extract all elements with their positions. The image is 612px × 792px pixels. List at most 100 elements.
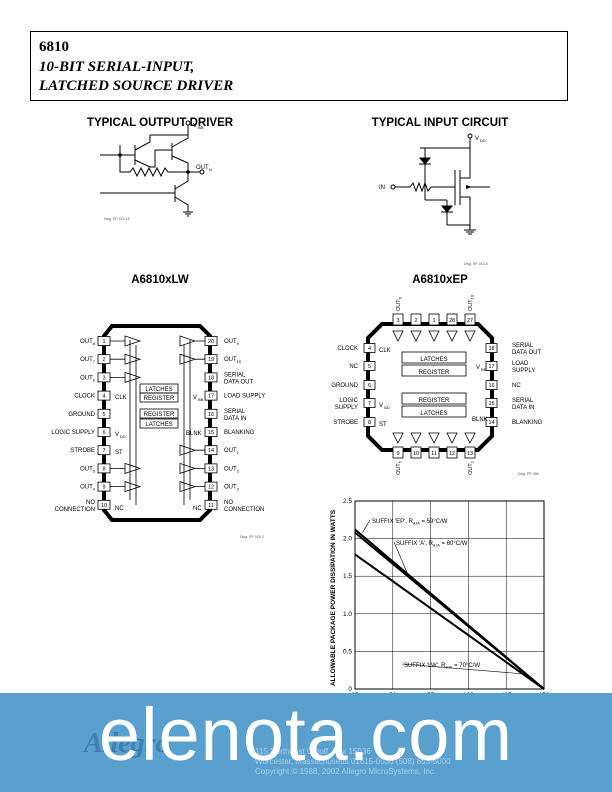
lw-pin-label-20: OUT9 <box>224 339 240 346</box>
ep-pin-label-4: CLOCK <box>337 346 358 352</box>
lw-pin-number-4: 4 <box>102 394 105 400</box>
ep-pin-number-2: 2 <box>414 318 417 324</box>
lw-pin-box-10 <box>97 499 111 510</box>
title-line-1: 10-BIT SERIAL-INPUT, <box>39 59 195 75</box>
lw-pin-label-1: OUT8 <box>80 339 96 346</box>
lw-pin-box-7 <box>97 445 111 456</box>
lw-pin-number-12: 12 <box>208 485 214 491</box>
lw-pin-box-16 <box>204 408 218 419</box>
ep-top-driver-1 <box>428 330 440 342</box>
lw-pin-number-6: 6 <box>102 430 105 436</box>
lw-driver-20 <box>179 335 205 347</box>
lw-pin-label-19: OUT10 <box>224 357 242 364</box>
lw-latches-1: LATCHES <box>145 387 172 393</box>
chart-y-tick-label: 2.0 <box>343 536 352 543</box>
lw-pin-box-11 <box>204 499 218 510</box>
ep-top-driver-2 <box>410 330 422 342</box>
lw-pin-label-9: OUT4 <box>80 485 96 492</box>
ep-pin-box-4 <box>363 343 376 353</box>
lw-vdd: V <box>115 432 119 438</box>
lw-pin-number-8: 8 <box>102 466 105 472</box>
copyright-line: Copyright © 1988, 2002 Allegro MicroSyst… <box>255 767 437 776</box>
ep-pin-number-28: 28 <box>449 318 455 324</box>
ep-pin-label-5: NC <box>349 364 358 370</box>
chart-series-line <box>354 553 545 690</box>
lw-pin-box-20 <box>204 336 218 346</box>
ep-pin-number-7: 7 <box>368 401 371 407</box>
lw-pin-number-14: 14 <box>208 448 214 454</box>
lw-pin-label-2: OUT7 <box>80 357 96 364</box>
lw-pin-number-1: 1 <box>102 339 105 345</box>
ep-pin-box-2 <box>410 313 422 326</box>
out-sub: N <box>209 167 212 172</box>
lw-driver-1 <box>110 335 142 347</box>
ep-vbb: V <box>476 365 480 371</box>
lw-pin-number-20: 20 <box>208 339 214 345</box>
ep-top-driver-28 <box>446 330 458 342</box>
lw-pin-number-5: 5 <box>102 412 105 418</box>
lw-driver-12 <box>179 481 205 493</box>
lw-pin-label-5: GROUND <box>68 412 95 418</box>
lw-pin-box-6 <box>97 427 111 437</box>
lw-pin-number-10: 10 <box>101 503 107 509</box>
lw-pin-box-8 <box>97 463 111 474</box>
lw-pin-number-15: 15 <box>208 430 214 436</box>
lw-pin-label2-16: DATA IN <box>224 416 246 422</box>
lw-pin-box-17 <box>204 390 218 401</box>
lw-pin-box-18 <box>204 372 218 383</box>
ep-pin-box-10 <box>410 446 422 459</box>
ep-pin-label2-7: SUPPLY <box>335 405 358 411</box>
lw-vbb: V <box>193 395 197 401</box>
ep-bottom-driver-13 <box>464 432 476 444</box>
title-line-2: LATCHED SOURCE DRIVER <box>39 78 234 94</box>
ep-bottom-driver-12 <box>446 432 458 444</box>
ep-pin-label-8: STROBE <box>333 420 358 426</box>
chart-series-label: SUFFIX 'LW', RθJA = 70°C/W <box>404 663 480 670</box>
part-number: 6810 <box>39 39 69 55</box>
lw-pin-number-9: 9 <box>102 485 105 491</box>
lw-pin-box-19 <box>204 354 218 365</box>
lw-pin-number-18: 18 <box>208 375 214 381</box>
ep-pin-number-18: 18 <box>488 346 494 352</box>
input-circuit-heading: TYPICAL INPUT CIRCUIT <box>371 117 509 129</box>
ep-pin-label2-15: DATA IN <box>512 405 534 411</box>
chart-y-tick-label: 0.5 <box>343 648 352 655</box>
ep-package-heading: A6810xEP <box>412 274 468 286</box>
lw-driver-14 <box>179 444 205 456</box>
lw-driver-9 <box>110 481 142 493</box>
ep-pin-number-5: 5 <box>368 364 371 370</box>
ep-pin-label-15: SERIAL <box>512 398 534 404</box>
ep-pin-number-1: 1 <box>432 318 435 324</box>
lw-register-2: REGISTER <box>144 412 175 418</box>
lw-pin-label-3: OUT6 <box>80 375 96 382</box>
ep-vdd: V <box>379 403 383 409</box>
lw-pin-box-12 <box>204 481 218 492</box>
lw-pin-number-19: 19 <box>208 357 214 363</box>
ep-pin-box-9 <box>392 446 404 459</box>
lw-pin-label-6: LOGIC SUPPLY <box>51 430 95 436</box>
ep-pin-box-3 <box>392 313 404 326</box>
lw-pin-label-14: OUT1 <box>224 448 240 455</box>
input-circuit-dwg: Dwg. EP-010-5 <box>464 262 488 266</box>
chart-y-axis-label: ALLOWABLE PACKAGE POWER DISSIPATION IN W… <box>330 509 337 686</box>
in-label: IN <box>379 185 385 191</box>
ep-pin-number-27: 27 <box>467 318 473 324</box>
ep-top-out-label-1: OUT10 <box>468 294 475 311</box>
lw-pin-label-8: OUT5 <box>80 466 96 473</box>
lw-pin-box-4 <box>97 390 111 401</box>
ep-pin-label-7: LOGIC <box>339 398 358 404</box>
ep-pin-box-27 <box>464 313 476 326</box>
ep-pin-label-14: BLANKING <box>512 420 543 426</box>
ep-vbb-sub: BB <box>481 367 487 372</box>
ep-pin-number-16: 16 <box>488 383 494 389</box>
chart-series-leader <box>393 541 409 575</box>
lw-pin-label2-10: CONNECTION <box>55 507 95 513</box>
lw-pin-label-17: LOAD SUPPLY <box>224 394 265 400</box>
ep-top-driver-27 <box>464 330 476 342</box>
lw-register-1: REGISTER <box>144 396 175 402</box>
ep-pin-label-6: GROUND <box>331 383 358 389</box>
address-line-2: Worcester, Massachusetts 01615-0036 (508… <box>255 757 451 766</box>
lw-pin-box-1 <box>97 336 111 346</box>
ep-register-1: REGISTER <box>419 370 450 376</box>
watermark-banner <box>0 693 612 792</box>
